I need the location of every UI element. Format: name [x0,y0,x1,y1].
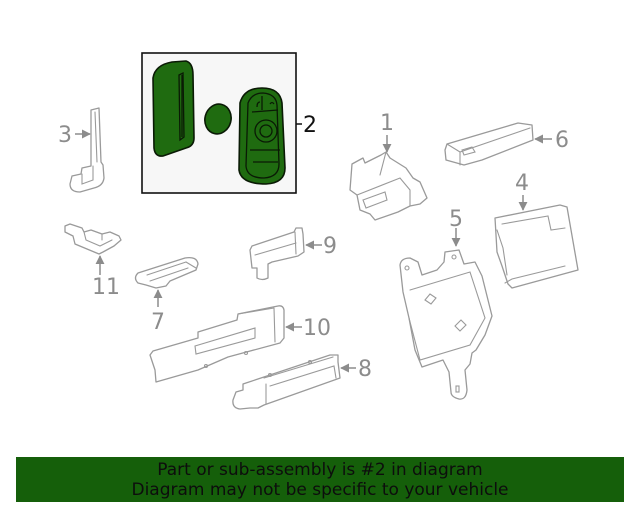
callout-11[interactable]: 11 [92,275,120,300]
callout-8[interactable]: 8 [358,357,372,382]
callout-7[interactable]: 7 [151,310,165,335]
part-10-bracket[interactable] [149,305,285,383]
part-11-clip[interactable] [64,223,122,255]
callout-4[interactable]: 4 [515,171,529,196]
callout-1[interactable]: 1 [380,111,394,136]
part-8-sensor[interactable] [232,354,341,410]
callout-3[interactable]: 3 [58,123,72,148]
callout-2[interactable]: 2 [303,113,317,138]
callout-6[interactable]: 6 [555,128,569,153]
notice-banner: Part or sub-assembly is #2 in diagram Di… [16,457,624,502]
part-7-bracket[interactable] [134,256,199,289]
part-6-antenna[interactable] [444,122,534,166]
part-1-module[interactable] [349,151,428,221]
part-5-bracket-module[interactable] [399,249,493,400]
part-9-bracket[interactable] [249,227,305,281]
callout-9[interactable]: 9 [323,234,337,259]
banner-line-1: Part or sub-assembly is #2 in diagram [157,460,483,480]
banner-line-2: Diagram may not be specific to your vehi… [131,480,509,500]
part-3-key-blade[interactable] [69,107,105,193]
coin-battery [204,103,232,135]
key-fob-case-shell [152,60,195,157]
callout-10[interactable]: 10 [303,316,331,341]
part-2-key-fob-group[interactable] [141,52,297,194]
callout-5[interactable]: 5 [449,207,463,232]
part-4-control-module[interactable] [494,204,579,289]
